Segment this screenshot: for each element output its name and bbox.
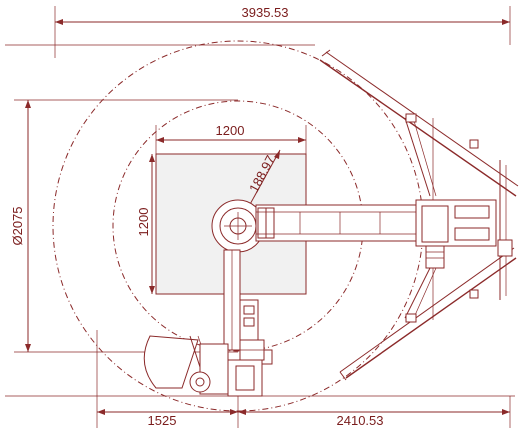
robot-arm-vertical bbox=[223, 249, 259, 351]
drum-tool bbox=[143, 335, 273, 397]
overall-width-label: 3935.53 bbox=[242, 5, 289, 20]
conveyor-frame bbox=[319, 49, 519, 381]
right-width-label: 2410.53 bbox=[337, 413, 384, 428]
dimension-square-width: 1200 bbox=[155, 123, 307, 154]
diameter-label: Ø2075 bbox=[10, 206, 25, 245]
square-width-label: 1200 bbox=[216, 123, 245, 138]
robot-arm-main bbox=[255, 204, 417, 242]
dimension-square-height: 1200 bbox=[136, 154, 155, 294]
gripper-block bbox=[415, 199, 497, 269]
dimension-overall-width: 3935.53 bbox=[54, 5, 511, 58]
left-width-label: 1525 bbox=[148, 413, 177, 428]
dimension-bottom: 1525 2410.53 bbox=[96, 396, 511, 428]
square-height-label: 1200 bbox=[136, 208, 151, 237]
